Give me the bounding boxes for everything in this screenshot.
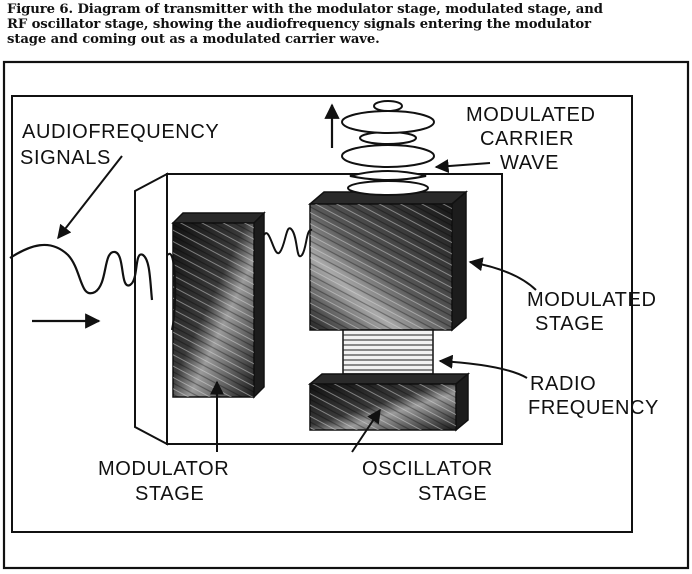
radio-label-arrow [438,354,528,379]
audio-signal-wave [9,243,154,301]
caption-line-2: RF oscillator stage, showing the audiofr… [7,17,591,32]
carrier-wave-stack [341,100,435,196]
modulated-label-arrow [468,257,537,291]
label-wave: WAVE [500,152,559,174]
label-modulated-carrier: MODULATED [466,104,595,126]
label-frequency: FREQUENCY [528,397,659,419]
modulated-stage-block [307,190,469,332]
label-signals: SIGNALS [20,147,111,169]
label-oscillator: OSCILLATOR [362,458,493,480]
modulator-stage-block [171,211,266,399]
inner-frame [11,95,633,533]
label-modulator-stage: STAGE [135,483,204,505]
label-oscillator-stage: STAGE [418,483,487,505]
label-radio: RADIO [530,373,596,395]
modulating-wave [167,227,313,331]
caption-line-3: stage and coming out as a modulated carr… [7,32,380,47]
label-modulator: MODULATOR [98,458,229,480]
outer-frame [2,60,690,570]
caption-line-1: Figure 6. Diagram of transmitter with th… [7,2,603,17]
figure-caption: Figure 6. Diagram of transmitter with th… [7,2,687,47]
label-modulated-stage: MODULATED [527,289,656,311]
radio-frequency-coil [342,329,434,375]
carrier-label-arrow [434,159,491,174]
label-audiofrequency: AUDIOFREQUENCY [22,121,219,143]
oscillator-stage-block [307,372,471,432]
transmitter-side-panel [134,172,168,446]
audio-label-arrow [57,155,123,240]
label-modulated-stage-2: STAGE [535,313,604,335]
label-carrier: CARRIER [480,128,574,150]
oscillator-label-arrow [351,408,381,453]
